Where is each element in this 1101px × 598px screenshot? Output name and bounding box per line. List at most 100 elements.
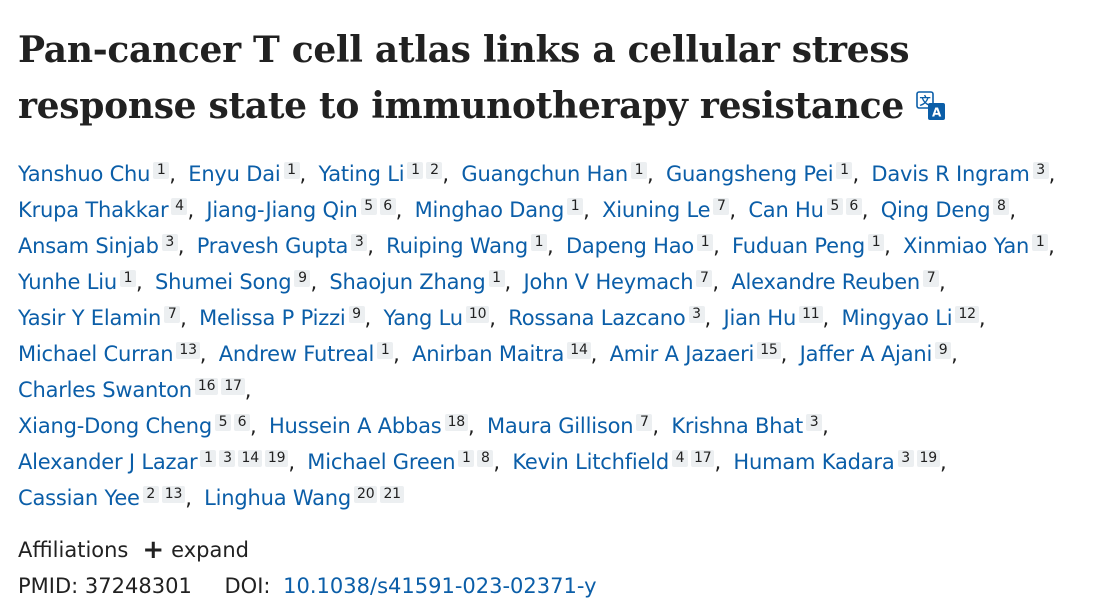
affiliation-number-badge[interactable]: 15 [757, 342, 781, 359]
author-name-link[interactable]: Jaffer A Ajani [799, 342, 933, 366]
author-name-link[interactable]: Humam Kadara [733, 450, 895, 474]
author-name-link[interactable]: Yasir Y Elamin [18, 306, 162, 330]
affiliation-number-badge[interactable]: 3 [219, 450, 236, 467]
author-name-link[interactable]: Guangsheng Pei [665, 162, 834, 186]
author-name-link[interactable]: Anirban Maitra [412, 342, 565, 366]
affiliation-number-badge[interactable]: 5 [826, 198, 843, 215]
doi-link[interactable]: 10.1038/s41591-023-02371-y [283, 574, 597, 598]
affiliation-number-badge[interactable]: 19 [916, 450, 940, 467]
author-name-link[interactable]: Davis R Ingram [871, 162, 1030, 186]
author-name-link[interactable]: Yanshuo Chu [18, 162, 151, 186]
affiliation-number-badge[interactable]: 3 [161, 234, 178, 251]
author-name-link[interactable]: Yunhe Liu [18, 270, 117, 294]
affiliation-number-badge[interactable]: 5 [360, 198, 377, 215]
author-name-link[interactable]: Xinmiao Yan [903, 234, 1030, 258]
author-name-link[interactable]: Dapeng Hao [565, 234, 695, 258]
author-name-link[interactable]: Xiang-Dong Cheng [18, 414, 212, 438]
affiliation-number-badge[interactable]: 2 [142, 486, 159, 503]
affiliation-number-badge[interactable]: 14 [567, 342, 591, 359]
author-name-link[interactable]: Alexander J Lazar [18, 450, 198, 474]
affiliation-number-badge[interactable]: 6 [233, 414, 250, 431]
author-name-link[interactable]: Michael Green [307, 450, 456, 474]
author-name-link[interactable]: Shaojun Zhang [329, 270, 486, 294]
author-name-link[interactable]: Guangchun Han [461, 162, 629, 186]
affiliation-number-badge[interactable]: 9 [294, 270, 311, 287]
translate-icon[interactable]: 文 A [916, 91, 946, 121]
author-name-link[interactable]: Krupa Thakkar [18, 198, 169, 222]
expand-affiliations-button[interactable]: + expand [142, 537, 249, 563]
affiliation-number-badge[interactable]: 3 [351, 234, 368, 251]
affiliation-number-badge[interactable]: 11 [799, 306, 823, 323]
author-name-link[interactable]: Hussein A Abbas [268, 414, 442, 438]
affiliation-number-badge[interactable]: 6 [845, 198, 862, 215]
affiliation-number-badge[interactable]: 1 [567, 198, 584, 215]
affiliation-number-badge[interactable]: 1 [407, 162, 424, 179]
author-name-link[interactable]: Maura Gillison [486, 414, 634, 438]
affiliation-number-badge[interactable]: 4 [171, 198, 188, 215]
affiliation-number-badge[interactable]: 1 [1032, 234, 1049, 251]
affiliation-number-badge[interactable]: 8 [993, 198, 1010, 215]
affiliation-number-badge[interactable]: 1 [836, 162, 853, 179]
affiliation-number-badge[interactable]: 1 [530, 234, 547, 251]
affiliation-number-badge[interactable]: 13 [176, 342, 200, 359]
affiliation-number-badge[interactable]: 2 [426, 162, 443, 179]
affiliation-number-badge[interactable]: 1 [120, 270, 136, 287]
author-name-link[interactable]: Pravesh Gupta [196, 234, 349, 258]
author-name-link[interactable]: Can Hu [748, 198, 824, 222]
affiliation-number-badge[interactable]: 7 [713, 198, 730, 215]
affiliation-number-badge[interactable]: 21 [380, 486, 404, 503]
author-name-link[interactable]: Linghua Wang [204, 486, 352, 510]
affiliation-number-badge[interactable]: 8 [477, 450, 494, 467]
affiliation-number-badge[interactable]: 17 [221, 378, 245, 395]
affiliation-number-badge[interactable]: 1 [631, 162, 648, 179]
affiliation-number-badge[interactable]: 19 [264, 450, 289, 467]
author-name-link[interactable]: Michael Curran [18, 342, 174, 366]
affiliation-number-badge[interactable]: 13 [161, 486, 186, 503]
author-name-link[interactable]: Melissa P Pizzi [199, 306, 346, 330]
author-name-link[interactable]: Charles Swanton [18, 378, 192, 402]
author-name-link[interactable]: Krishna Bhat [671, 414, 804, 438]
affiliation-number-badge[interactable]: 18 [444, 414, 468, 431]
author-name-link[interactable]: Qing Deng [880, 198, 991, 222]
affiliation-number-badge[interactable]: 14 [238, 450, 262, 467]
affiliation-number-badge[interactable]: 7 [164, 306, 181, 323]
author-name-link[interactable]: Fuduan Peng [732, 234, 866, 258]
affiliation-number-badge[interactable]: 3 [688, 306, 705, 323]
author-name-link[interactable]: Yang Lu [383, 306, 464, 330]
author-name-link[interactable]: Shumei Song [154, 270, 292, 294]
affiliation-number-badge[interactable]: 1 [697, 234, 714, 251]
affiliation-number-badge[interactable]: 9 [935, 342, 952, 359]
author-name-link[interactable]: Mingyao Li [841, 306, 953, 330]
affiliation-number-badge[interactable]: 10 [465, 306, 490, 323]
affiliation-number-badge[interactable]: 5 [214, 414, 231, 431]
affiliation-number-badge[interactable]: 1 [200, 450, 217, 467]
affiliation-number-badge[interactable]: 3 [1032, 162, 1049, 179]
author-name-link[interactable]: Rossana Lazcano [508, 306, 686, 330]
affiliation-number-badge[interactable]: 6 [379, 198, 396, 215]
affiliation-number-badge[interactable]: 9 [348, 306, 365, 323]
author-name-link[interactable]: Jiang-Jiang Qin [206, 198, 358, 222]
affiliation-number-badge[interactable]: 1 [153, 162, 170, 179]
affiliation-number-badge[interactable]: 7 [923, 270, 940, 287]
author-name-link[interactable]: Andrew Futreal [218, 342, 375, 366]
author-name-link[interactable]: Minghao Dang [414, 198, 565, 222]
affiliation-number-badge[interactable]: 7 [636, 414, 653, 431]
affiliation-number-badge[interactable]: 3 [806, 414, 823, 431]
author-name-link[interactable]: Jian Hu [723, 306, 797, 330]
author-name-link[interactable]: Ruiping Wang [386, 234, 528, 258]
author-name-link[interactable]: Xiuning Le [602, 198, 711, 222]
affiliation-number-badge[interactable]: 1 [377, 342, 394, 359]
affiliation-number-badge[interactable]: 1 [283, 162, 300, 179]
affiliation-number-badge[interactable]: 20 [354, 486, 378, 503]
author-name-link[interactable]: Kevin Litchfield [512, 450, 670, 474]
author-name-link[interactable]: Alexandre Reuben [731, 270, 921, 294]
affiliation-number-badge[interactable]: 1 [488, 270, 505, 287]
author-name-link[interactable]: Yating Li [318, 162, 405, 186]
affiliation-number-badge[interactable]: 16 [194, 378, 219, 395]
author-name-link[interactable]: Cassian Yee [18, 486, 140, 510]
affiliation-number-badge[interactable]: 3 [897, 450, 914, 467]
author-name-link[interactable]: John V Heymach [523, 270, 694, 294]
author-name-link[interactable]: Amir A Jazaeri [609, 342, 755, 366]
affiliation-number-badge[interactable]: 7 [696, 270, 713, 287]
affiliation-number-badge[interactable]: 12 [955, 306, 979, 323]
